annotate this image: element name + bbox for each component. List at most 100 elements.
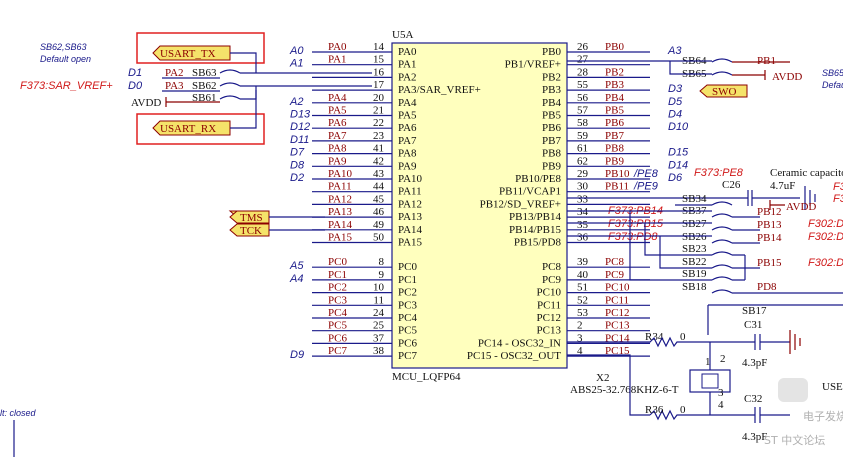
right-tag-D15: D15 (668, 147, 689, 159)
right-net-PC11: PC11 (605, 294, 629, 306)
right-pin-name-27: PB1/VREF+ (505, 59, 561, 71)
right-pin-name-40: PC9 (542, 274, 561, 286)
left-tag-A1: A1 (289, 58, 303, 70)
right-net-PC9: PC9 (605, 269, 624, 281)
c31-label: C31 (744, 319, 762, 331)
left-pin-name-50: PA15 (398, 237, 423, 249)
right-pin-name-34: PB13/PB14 (509, 211, 561, 223)
left-tag-D2: D2 (290, 172, 304, 184)
x2-part: ABS25-32.768KHZ-6-T (570, 384, 679, 396)
left-net-PA9: PA9 (328, 155, 347, 167)
avdd2-wire (769, 200, 785, 210)
right-tag-D3: D3 (668, 83, 683, 95)
left-pin-number-44: 44 (373, 181, 385, 193)
pa2-wire (162, 72, 372, 79)
note-f373-sar-vref: F373:SAR_VREF+ (20, 80, 113, 92)
right-tag-D6: D6 (668, 172, 683, 184)
c26-wire (567, 190, 800, 206)
right-net-PB0: PB0 (605, 41, 624, 53)
left-pin-number-10: 10 (373, 282, 385, 294)
sb-bridges (711, 201, 733, 294)
right-pin-name-59: PB7 (542, 135, 561, 147)
right-pin-number-58: 58 (577, 117, 589, 129)
avdd-left-wire (165, 97, 220, 107)
left-pin-name-23: PA7 (398, 135, 417, 147)
right-pin-number-36: 36 (577, 232, 589, 244)
left-pin-name-17: PA3/SAR_VREF+ (398, 84, 481, 96)
left-pin-number-38: 38 (373, 345, 385, 357)
right-pin-number-2: 2 (577, 320, 583, 332)
avdd2-label: AVDD (786, 201, 816, 213)
left-pin-number-8: 8 (379, 256, 385, 268)
right-pin-number-61: 61 (577, 143, 588, 155)
left-pin-name-46: PA13 (398, 211, 423, 223)
left-net-PA6: PA6 (328, 117, 347, 129)
right-net-PB7: PB7 (605, 130, 624, 142)
left-tag-A0: A0 (289, 45, 304, 57)
left-pin-number-25: 25 (373, 320, 385, 332)
pb1-net-label: PB1 (757, 55, 776, 67)
sb61-bridge (219, 95, 241, 100)
left-net-PA7: PA7 (328, 130, 347, 142)
left-pin-name-43: PA10 (398, 173, 423, 185)
left-tag-A2: A2 (289, 96, 303, 108)
left-pin-name-21: PA5 (398, 110, 417, 122)
right-pin-name-55: PB3 (542, 84, 561, 96)
x2-crystal-core (701, 373, 719, 389)
swo-label: SWO (712, 86, 737, 98)
c32-cap (735, 407, 790, 423)
sb64-bridge (711, 58, 733, 63)
left-pin-number-17: 17 (373, 79, 385, 91)
net-pa3-left: PA3 (165, 80, 184, 92)
left-pin-name-14: PA0 (398, 46, 417, 58)
mcu-part-number: MCU_LQFP64 (392, 371, 461, 383)
note-ceramic-capacitor: Ceramic capacito (770, 167, 843, 179)
usart-highlight-box-bottom (136, 113, 265, 145)
r36-label: R36 (645, 404, 664, 416)
note-usb-edge: USE (822, 381, 843, 393)
right-pin-name-39: PC8 (542, 261, 561, 273)
left-pin-number-49: 49 (373, 219, 385, 231)
left-pin-number-22: 22 (373, 117, 384, 129)
left-pin-name-8: PC0 (398, 261, 417, 273)
x2-pin-3: 3 (718, 387, 724, 399)
right-pin-number-52: 52 (577, 294, 588, 306)
right-pin-number-40: 40 (577, 269, 589, 281)
left-pin-number-21: 21 (373, 105, 384, 117)
right-pin-name-52: PC11 (537, 299, 561, 311)
right-net-PB2: PB2 (605, 66, 624, 78)
note-f373-pb15: F373:PB15 (608, 218, 664, 230)
usart-rx-wire (230, 90, 257, 129)
x2-pin-4: 4 (718, 399, 724, 411)
right-net-PB4: PB4 (605, 92, 624, 104)
left-net-PA12: PA12 (328, 193, 352, 205)
right-tag-A3: A3 (667, 45, 682, 57)
left-net-PC4: PC4 (328, 307, 347, 319)
left-pin-name-38: PC7 (398, 350, 417, 362)
sb61-label: SB61 (192, 92, 216, 104)
left-tag-D12: D12 (290, 121, 310, 133)
right-pin-name-30: PB11/VCAP1 (499, 186, 561, 198)
right-pin-number-62: 62 (577, 155, 588, 167)
left-pin-number-11: 11 (373, 294, 384, 306)
right-pin-number-4: 4 (577, 345, 583, 357)
left-pin-name-16: PA2 (398, 71, 417, 83)
pa3-wire (162, 85, 372, 100)
right-net-PC10: PC10 (605, 282, 630, 294)
right-pin-name-4: PC15 - OSC32_OUT (467, 350, 561, 362)
c32-value: 4.3pF (742, 431, 767, 443)
left-net-PA11: PA11 (328, 181, 352, 193)
right-net-PB8: PB8 (605, 143, 624, 155)
right-net-PB5: PB5 (605, 105, 624, 117)
right-tag-D14: D14 (668, 159, 688, 171)
left-tag-D11: D11 (290, 134, 309, 146)
x2-pin-2: 2 (720, 353, 726, 365)
right-note-PB11: /PE9 (633, 181, 658, 193)
right-note-PB10: /PE8 (633, 168, 659, 180)
x2-crystal-body (689, 369, 731, 393)
left-tag-D8: D8 (290, 159, 305, 171)
left-pin-number-9: 9 (379, 269, 385, 281)
note-f302-c: F302:D (808, 257, 843, 269)
usart-rx-label: USART_RX (160, 123, 216, 135)
